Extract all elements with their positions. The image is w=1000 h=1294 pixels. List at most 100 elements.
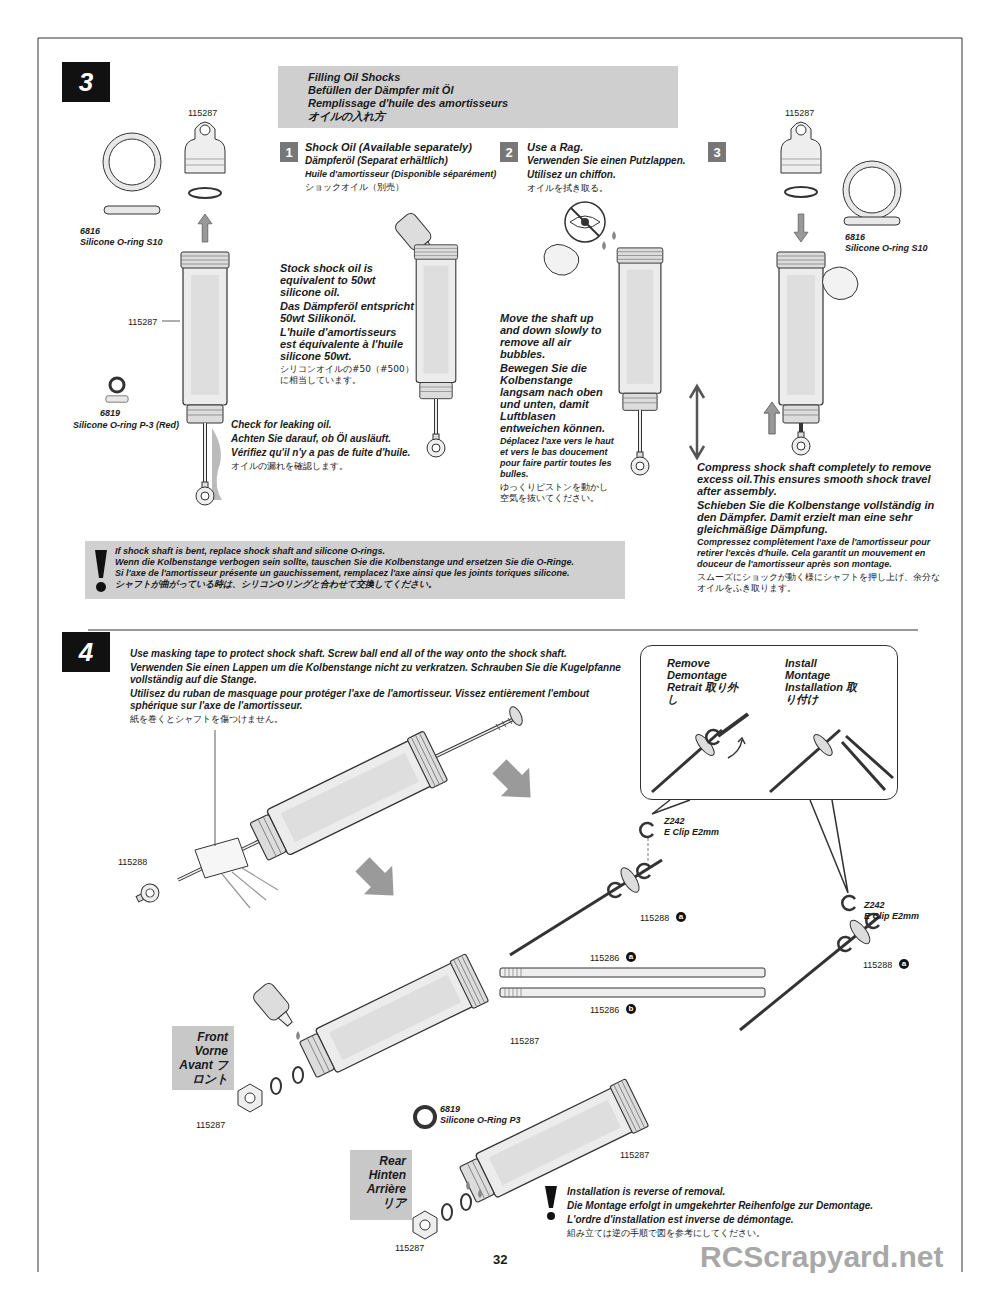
callout-drawing: [706, 730, 719, 744]
shock-step-1: [414, 245, 457, 399]
node-text: 1: [285, 145, 292, 160]
shock-left: [203, 423, 207, 486]
shock-left: [196, 482, 214, 505]
shock-left: [212, 428, 222, 500]
part-name: Silicone O-ring S10: [80, 237, 163, 248]
step-number: 3: [62, 62, 110, 102]
rear-shock-parts: [413, 1211, 437, 1239]
shaft-parts: [637, 864, 650, 878]
shaft-parts: [617, 865, 642, 895]
ball-end-assembly: [178, 716, 520, 880]
shock-step-2: [639, 410, 641, 458]
ball-end-assembly: [222, 868, 278, 908]
part-name: Silicone O-Ring P3: [440, 1115, 521, 1126]
instruction-text: オイルを拭き取る。: [527, 183, 705, 194]
ball-end-assembly: [496, 718, 512, 730]
node-text: オイルの入れ方: [308, 110, 668, 123]
note-icon: [547, 1212, 555, 1220]
instruction-text: Compress shock shaft completely to remov…: [697, 461, 942, 497]
part-number: 115287: [510, 1036, 539, 1047]
instruction-text: Use masking tape to protect shock shaft.…: [130, 648, 635, 660]
node-text: Front Vorne Avant フロント: [178, 1030, 228, 1086]
shock-step-2: [690, 386, 704, 458]
instruction-text: Shock Oil (Available separately): [305, 141, 498, 153]
instruction-text: オイルの漏れを確認します。: [231, 461, 423, 472]
ball-end-assembly: [485, 752, 544, 811]
instruction-text: Compressez complètement l'axe de l'amort…: [697, 537, 942, 570]
variant-mark: a: [626, 952, 636, 962]
instruction-text: Check for leaking oil.: [231, 419, 423, 431]
shock-step-3: [764, 402, 780, 434]
node-text: 3: [713, 145, 720, 160]
part-number: 115288: [863, 960, 892, 971]
node-text: Remplissage d'huile des amortisseurs: [308, 97, 668, 110]
note-icon: [545, 1186, 557, 1208]
shock-left: [110, 378, 124, 392]
shaft-parts: [640, 823, 653, 837]
ball-end-assembly: [195, 838, 248, 878]
node-text: 2: [505, 145, 512, 160]
substep-number: 3: [708, 142, 726, 162]
variant-mark: a: [676, 912, 686, 922]
shock-step-3: [777, 252, 825, 423]
callout-bubble: Remove Demontage Retrait 取り外しInstall Mon…: [640, 645, 898, 800]
ball-end-assembly: [133, 705, 544, 910]
part-name: 6819: [100, 408, 120, 419]
shock-step-1: [427, 434, 445, 457]
shock-step-3: [792, 432, 810, 455]
shock-left: [181, 252, 229, 423]
text-group: Move the shaft up and down slowly to rem…: [500, 312, 615, 506]
front-shock-parts: [296, 954, 488, 1084]
part-number: 115287: [395, 1243, 424, 1254]
note-icon: [545, 1186, 557, 1220]
callout-drawing: [728, 738, 745, 758]
instruction-text: ショックオイル（別売）: [305, 182, 498, 193]
instruction-text: Bewegen Sie die Kolbenstange langsam nac…: [500, 362, 615, 434]
part-name: Silicone O-ring S10: [845, 243, 928, 254]
shaft-parts: [847, 917, 874, 946]
part-number: 115287: [620, 1150, 649, 1161]
front-shock-parts: [271, 1078, 281, 1094]
shaft-parts: [648, 838, 649, 862]
title-box: Filling Oil ShocksBefüllen der Dämpfer m…: [278, 66, 678, 128]
part-number: 115287: [188, 108, 217, 119]
part-name: 6819: [440, 1104, 460, 1115]
text-group: Use a Rag.Verwenden Sie einen Putzlappen…: [527, 141, 705, 196]
warning-icon: [96, 582, 106, 592]
warning-icon: [91, 548, 111, 594]
front-shock-parts: [238, 954, 489, 1112]
shock-step-2: [631, 452, 649, 475]
callout-drawing: [652, 714, 893, 893]
instruction-text: Utilisez un chiffon.: [527, 169, 705, 181]
part-name: E Clip E2mm: [664, 827, 719, 838]
callout-drawing: [810, 800, 848, 893]
part-name: Silicone O-ring P-3 (Red): [73, 420, 179, 431]
front-shock-parts: [251, 981, 299, 1032]
shock-step-2: [544, 244, 579, 275]
instruction-text: Verwenden Sie einen Lappen um die Kolben…: [130, 662, 635, 686]
instruction-text: Verwenden Sie einen Putzlappen.: [527, 155, 705, 167]
page-number: 32: [493, 1252, 507, 1267]
instruction-text: Vérifiez qu'il n'y a pas de fuite d'huil…: [231, 447, 423, 459]
page-frame: [38, 38, 962, 1272]
shock-left: [103, 122, 229, 505]
step-number: 4: [62, 632, 110, 672]
variant-mark: a: [899, 959, 909, 969]
shaft-parts: [842, 896, 855, 910]
text-group: Check for leaking oil.Achten Sie darauf,…: [231, 419, 423, 474]
text-group: Compress shock shaft completely to remov…: [697, 461, 942, 596]
ball-end-assembly: [215, 730, 216, 846]
shock-step-3: [794, 214, 808, 242]
node-text: Filling Oil Shocks: [308, 71, 668, 84]
instruction-text: Stock shock oil is equivalent to 50wt si…: [280, 262, 415, 298]
rear-shock-parts: [415, 1107, 435, 1127]
instruction-text: Installation is reverse of removal.: [567, 1186, 937, 1198]
shaft-parts: [740, 916, 880, 1030]
instruction-text: Die Montage erfolgt in umgekehrter Reihe…: [567, 1200, 937, 1212]
ball-end-assembly: [247, 731, 448, 867]
shaft-parts: [500, 823, 880, 1030]
shaft-parts: [500, 968, 765, 977]
shock-left: [189, 188, 221, 198]
